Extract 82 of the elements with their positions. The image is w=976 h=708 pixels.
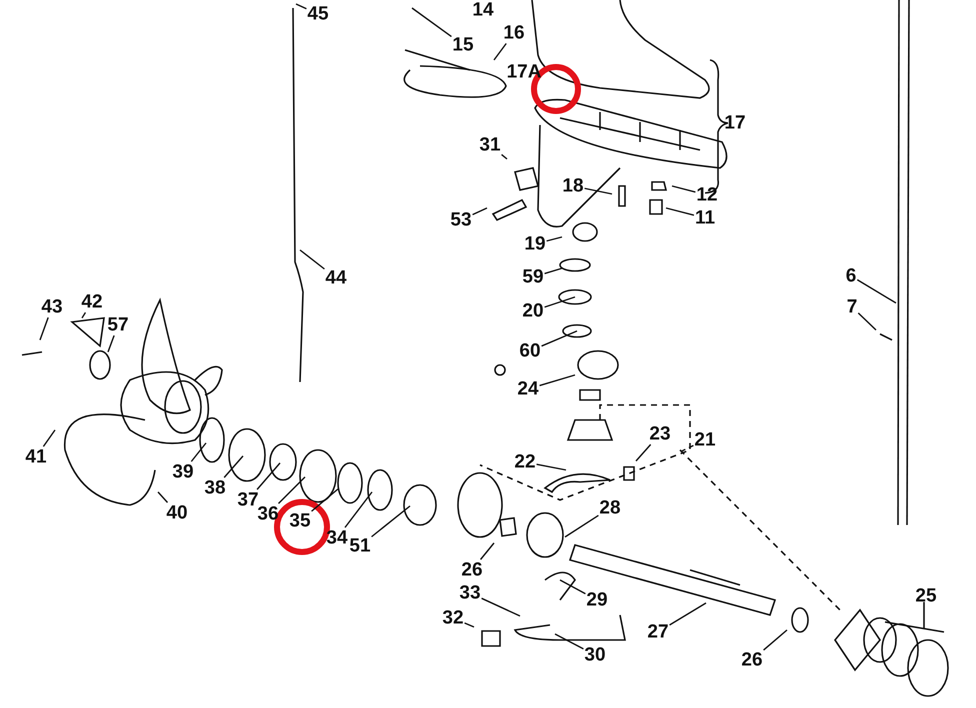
leader-line bbox=[157, 492, 168, 503]
leader-line bbox=[311, 488, 338, 512]
callout-number: 24 bbox=[517, 380, 539, 398]
callout-number: 23 bbox=[649, 424, 671, 444]
leader-line bbox=[493, 43, 507, 60]
callout-number: 29 bbox=[586, 590, 608, 610]
leader-line bbox=[539, 374, 576, 386]
leader-line bbox=[42, 430, 56, 447]
leader-line bbox=[481, 598, 520, 617]
leader-line bbox=[39, 317, 49, 340]
callout-number: 45 bbox=[307, 4, 329, 24]
callout-number: 53 bbox=[450, 210, 472, 230]
callout-number: 36 bbox=[257, 504, 279, 524]
leader-line bbox=[472, 207, 488, 216]
callout-number: 60 bbox=[519, 342, 541, 360]
leader-line bbox=[464, 622, 474, 628]
leader-line bbox=[560, 579, 586, 594]
callout-number: 14 bbox=[472, 0, 494, 20]
callout-number: 41 bbox=[25, 448, 47, 466]
callout-number: 40 bbox=[166, 504, 188, 522]
callout-number: 16 bbox=[503, 24, 525, 42]
leader-line bbox=[544, 267, 564, 274]
leader-line bbox=[856, 279, 896, 304]
callout-number: 17A bbox=[506, 62, 542, 82]
callout-number: 6 bbox=[846, 266, 856, 286]
leader-line bbox=[278, 476, 306, 504]
callout-number: 43 bbox=[41, 298, 63, 316]
callout-number: 7 bbox=[846, 298, 858, 316]
leader-line bbox=[300, 249, 325, 270]
callout-number: 44 bbox=[325, 268, 347, 288]
callout-number: 57 bbox=[107, 316, 129, 334]
leader-line bbox=[190, 442, 207, 462]
leader-line bbox=[763, 629, 788, 651]
leader-line bbox=[584, 188, 612, 195]
leader-line bbox=[107, 335, 115, 352]
callout-number: 59 bbox=[522, 268, 544, 286]
callout-number: 11 bbox=[694, 208, 716, 228]
leader-line bbox=[666, 207, 694, 216]
callout-number: 27 bbox=[647, 622, 669, 642]
leader-line bbox=[682, 444, 694, 452]
callout-number: 37 bbox=[237, 490, 259, 510]
leader-line bbox=[412, 7, 452, 38]
leader-line bbox=[554, 633, 584, 650]
callout-number: 28 bbox=[599, 498, 621, 518]
callout-number: 19 bbox=[524, 234, 546, 254]
leader-line bbox=[669, 602, 706, 626]
callout-number: 38 bbox=[204, 478, 226, 498]
callout-number: 15 bbox=[452, 36, 474, 54]
leader-line bbox=[858, 312, 876, 330]
callout-number: 31 bbox=[479, 136, 501, 154]
callout-number: 17 bbox=[724, 114, 746, 132]
leader-line bbox=[256, 462, 281, 490]
leader-line bbox=[224, 456, 244, 478]
leader-line bbox=[501, 154, 508, 160]
leader-line bbox=[541, 330, 578, 347]
callout-number: 34 bbox=[326, 528, 348, 548]
callout-number: 25 bbox=[915, 586, 937, 606]
callout-number: 42 bbox=[81, 292, 103, 312]
leader-line bbox=[546, 236, 562, 242]
callout-number: 32 bbox=[442, 608, 464, 628]
callout-number: 18 bbox=[562, 176, 584, 196]
leader-line bbox=[344, 492, 373, 528]
leader-line bbox=[672, 185, 696, 193]
leader-line bbox=[371, 505, 410, 538]
leader-line bbox=[564, 514, 599, 538]
callout-number: 33 bbox=[459, 584, 481, 602]
leader-line bbox=[480, 542, 495, 560]
callout-number: 26 bbox=[461, 560, 483, 580]
callout-number: 22 bbox=[514, 452, 536, 472]
callout-number: 21 bbox=[694, 430, 716, 450]
callout-number: 26 bbox=[741, 650, 763, 670]
leader-line bbox=[296, 3, 307, 10]
callout-number: 30 bbox=[584, 646, 606, 664]
leader-line bbox=[536, 464, 566, 471]
callout-number: 12 bbox=[696, 186, 718, 204]
leader-line bbox=[81, 312, 86, 318]
callout-number: 35 bbox=[289, 512, 311, 530]
callout-number: 51 bbox=[349, 536, 371, 556]
callout-number: 20 bbox=[522, 302, 544, 320]
callout-number: 39 bbox=[172, 462, 194, 482]
leader-line bbox=[544, 296, 576, 308]
leader-line bbox=[635, 444, 652, 462]
